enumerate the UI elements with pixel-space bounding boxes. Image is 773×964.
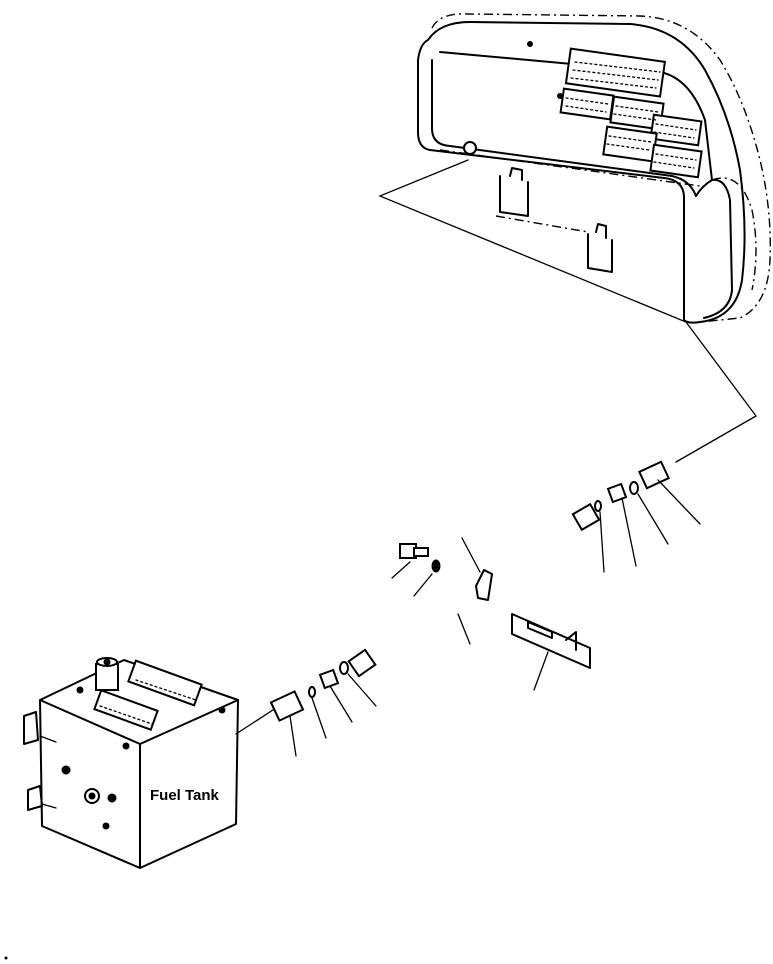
fuel-line-assembly: [269, 460, 671, 722]
fuel-tank-label: Fuel Tank: [150, 787, 219, 804]
grille-panels: [559, 47, 703, 179]
upper-housing-assembly: [417, 13, 771, 324]
fuel-tank: [23, 657, 239, 869]
assembly-leader-lines: [235, 159, 757, 735]
callout-leaders: [289, 479, 701, 757]
